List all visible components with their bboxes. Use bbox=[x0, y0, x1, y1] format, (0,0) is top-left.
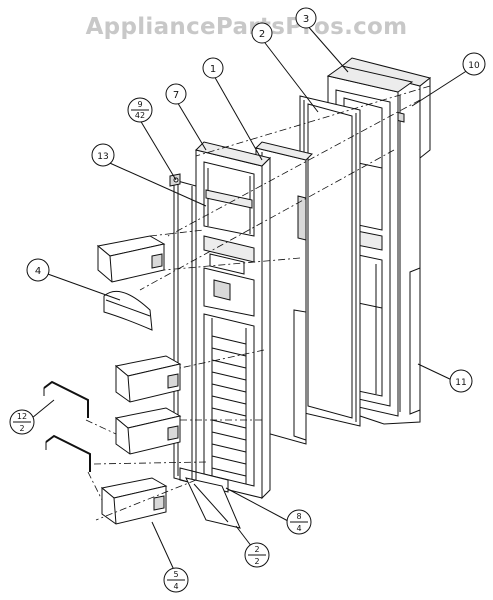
svg-text:10: 10 bbox=[468, 61, 480, 71]
svg-text:13: 13 bbox=[97, 152, 108, 162]
watermark: AppliancePartsPros.com bbox=[85, 14, 408, 40]
hinge-parts bbox=[169, 173, 241, 529]
callout-10: 10 bbox=[462, 52, 486, 76]
svg-text:5: 5 bbox=[173, 570, 178, 579]
svg-text:9: 9 bbox=[137, 100, 142, 109]
bottom-bin bbox=[100, 477, 168, 525]
middle-bin bbox=[114, 355, 182, 403]
door-rail bbox=[103, 290, 153, 331]
svg-text:7: 7 bbox=[173, 90, 179, 101]
wire-brackets bbox=[43, 380, 91, 472]
svg-text:4: 4 bbox=[173, 582, 178, 591]
svg-text:1: 1 bbox=[210, 64, 216, 75]
svg-text:2: 2 bbox=[19, 424, 24, 433]
liner-frame bbox=[299, 95, 361, 427]
assembly-lines bbox=[85, 85, 431, 521]
svg-text:11: 11 bbox=[455, 378, 466, 388]
svg-text:4: 4 bbox=[35, 266, 41, 277]
svg-text:2: 2 bbox=[254, 557, 259, 566]
door-liner bbox=[179, 141, 271, 500]
callout-9-42: 9 42 bbox=[127, 97, 153, 123]
lower-bin bbox=[114, 407, 182, 455]
callout-5-4: 5 4 bbox=[163, 567, 189, 593]
svg-text:12: 12 bbox=[17, 412, 27, 421]
callout-7: 7 bbox=[165, 83, 187, 105]
svg-text:8: 8 bbox=[296, 512, 301, 521]
callout-12-2: 12 2 bbox=[9, 409, 35, 435]
callout-2-2: 2 2 bbox=[244, 542, 270, 568]
callout-2: 2 bbox=[251, 22, 273, 44]
svg-text:4: 4 bbox=[296, 524, 301, 533]
callout-13: 13 bbox=[91, 143, 115, 167]
upper-bin bbox=[96, 235, 166, 283]
svg-text:2: 2 bbox=[259, 29, 265, 40]
svg-text:42: 42 bbox=[135, 111, 145, 120]
callout-3: 3 bbox=[295, 7, 317, 29]
callout-11: 11 bbox=[449, 369, 473, 393]
callout-4: 4 bbox=[26, 258, 50, 282]
callout-1: 1 bbox=[202, 57, 224, 79]
callout-8-4: 8 4 bbox=[286, 509, 312, 535]
svg-text:3: 3 bbox=[303, 14, 309, 25]
svg-text:2: 2 bbox=[254, 545, 259, 554]
leader-lines bbox=[31, 23, 469, 571]
